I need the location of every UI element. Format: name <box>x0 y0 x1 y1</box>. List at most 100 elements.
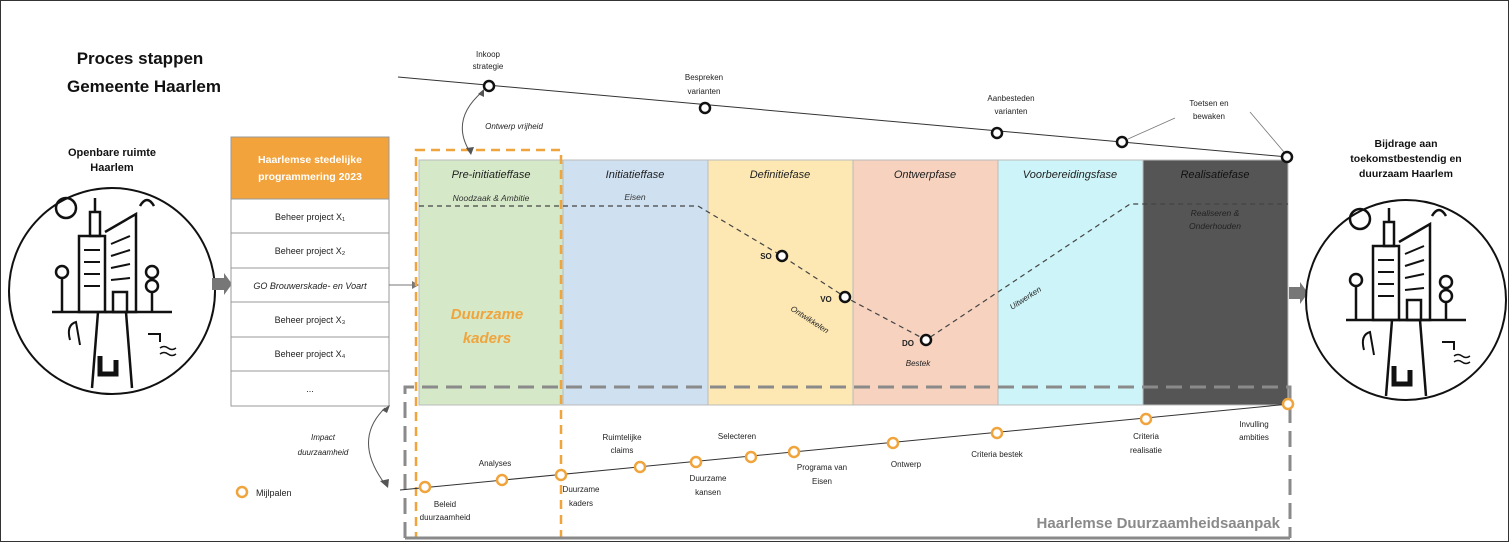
programma-header-1: Haarlemse stedelijke <box>258 154 362 166</box>
phase-ontwerp <box>852 159 999 406</box>
phase-pre-initiatief <box>418 159 564 406</box>
criteria-bestek-label: Criteria bestek <box>971 450 1024 459</box>
inkoop-label-2: strategie <box>473 62 504 71</box>
legend-milestone-icon <box>235 485 249 499</box>
arrow-out-icon <box>1289 282 1308 304</box>
kaders-label-1: Duurzame <box>563 485 600 494</box>
right-circle-label-3: duurzaam Haarlem <box>1359 168 1453 180</box>
programma-table: Haarlemse stedelijke programmering 2023 … <box>230 136 390 407</box>
phase-columns <box>418 159 1289 406</box>
milestone-ontwerp <box>886 436 900 450</box>
phase-sub: Noodzaak & Ambitie <box>453 193 530 203</box>
kansen-label-1: Duurzame <box>690 474 727 483</box>
milestone-criteria-realisatie <box>1139 412 1153 426</box>
duurzame-kaders-line2: kaders <box>463 330 511 347</box>
right-circle-label-2: toekomstbestendig en <box>1350 153 1461 165</box>
milestone-selecteren <box>744 450 758 464</box>
title-line2: Gemeente Haarlem <box>67 77 221 96</box>
milestone-top-extra <box>1115 135 1129 149</box>
criteria-realisatie-label-1: Criteria <box>1133 432 1159 441</box>
beleid-label-1: Beleid <box>434 500 456 509</box>
left-circle-label-1: Openbare ruimte <box>68 147 156 159</box>
ontwerpvrijheid-arrow <box>461 91 483 153</box>
toetsen-label-2: bewaken <box>1193 112 1225 121</box>
impact-label-2: duurzaamheid <box>298 448 349 457</box>
phase-sub: Eisen <box>624 192 646 202</box>
claims-label-1: Ruimtelijke <box>602 433 642 442</box>
phase-name: Voorbereidingsfase <box>1023 169 1117 181</box>
inkoop-label-1: Inkoop <box>476 50 501 59</box>
milestone-beleid <box>418 480 432 494</box>
criteria-realisatie-label-2: realisatie <box>1130 446 1163 455</box>
phase-sub: Realiseren & <box>1191 208 1240 218</box>
programma-row: GO Brouwerskade- en Voart <box>253 281 367 291</box>
phase-realisatie <box>1142 159 1289 406</box>
milestone-invulling <box>1281 397 1295 411</box>
programma-row: ... <box>306 384 314 394</box>
bestek-label: Bestek <box>906 359 931 368</box>
legend-mijlpalen: Mijlpalen <box>256 488 292 498</box>
analyses-label: Analyses <box>479 459 511 468</box>
pve-label-1: Programa van <box>797 463 847 472</box>
milestone-toetsen <box>1280 150 1294 164</box>
city-right-icon <box>1305 199 1507 401</box>
phase-name: Pre-initiatieffase <box>452 169 531 181</box>
vo-milestone <box>838 290 852 304</box>
city-left-icon <box>8 187 216 395</box>
milestone-kaders <box>554 468 568 482</box>
milestone-aanbesteden <box>990 126 1004 140</box>
kansen-label-2: kansen <box>695 488 721 497</box>
aanbesteden-label-2: varianten <box>995 107 1028 116</box>
phase-sub: Onderhouden <box>1189 221 1241 231</box>
vo-label: VO <box>820 295 832 304</box>
phase-name: Initiatieffase <box>606 169 665 181</box>
impact-arrow <box>368 407 386 485</box>
pve-label-2: Eisen <box>812 477 832 486</box>
programma-row: Beheer project X₁ <box>275 212 345 222</box>
ontwerp-label: Ontwerp <box>891 460 922 469</box>
milestone-analyses <box>495 473 509 487</box>
phase-initiatief <box>562 159 709 406</box>
programma-row: Beheer project X₃ <box>275 315 346 325</box>
bespreken-label-1: Bespreken <box>685 73 723 82</box>
beleid-label-2: duurzaamheid <box>420 513 471 522</box>
programma-header-2: programmering 2023 <box>258 171 362 183</box>
invulling-label-1: Invulling <box>1239 420 1268 429</box>
milestone-criteria-bestek <box>990 426 1004 440</box>
milestone-bespreken <box>698 101 712 115</box>
aanbesteden-label-1: Aanbesteden <box>987 94 1034 103</box>
bespreken-label-2: varianten <box>688 87 721 96</box>
so-milestone <box>775 249 789 263</box>
left-circle-label-2: Haarlem <box>90 162 134 174</box>
duurzame-kaders-line1: Duurzame <box>451 306 524 323</box>
do-milestone <box>919 333 933 347</box>
milestone-kansen <box>689 455 703 469</box>
kaders-label-2: kaders <box>569 499 593 508</box>
invulling-label-2: ambities <box>1239 433 1269 442</box>
milestone-inkoop <box>482 79 496 93</box>
do-label: DO <box>902 339 914 348</box>
phase-name: Realisatiefase <box>1180 169 1249 181</box>
selecteren-label: Selecteren <box>718 432 756 441</box>
claims-label-2: claims <box>611 446 634 455</box>
milestone-claims <box>633 460 647 474</box>
top-timeline <box>397 76 1289 158</box>
phase-name: Definitiefase <box>750 169 811 181</box>
aanpak-box <box>403 385 1292 538</box>
milestone-pve <box>787 445 801 459</box>
programma-row: Beheer project X₄ <box>275 349 346 359</box>
impact-label-1: Impact <box>311 433 336 442</box>
aanpak-label: Haarlemse Duurzaamheidsaanpak <box>1037 515 1281 532</box>
ontwerpvrijheid-label: Ontwerp vrijheid <box>485 122 543 131</box>
toetsen-label-1: Toetsen en <box>1189 99 1228 108</box>
title-line1: Proces stappen <box>77 49 204 68</box>
right-circle-label-1: Bijdrage aan <box>1374 138 1437 150</box>
phase-definitie <box>707 159 854 406</box>
phase-name: Ontwerpfase <box>894 169 956 181</box>
phase-voorbereiding <box>997 159 1144 406</box>
arrow-in-icon <box>212 273 232 295</box>
so-label: SO <box>760 252 772 261</box>
programma-row: Beheer project X₂ <box>275 246 346 256</box>
